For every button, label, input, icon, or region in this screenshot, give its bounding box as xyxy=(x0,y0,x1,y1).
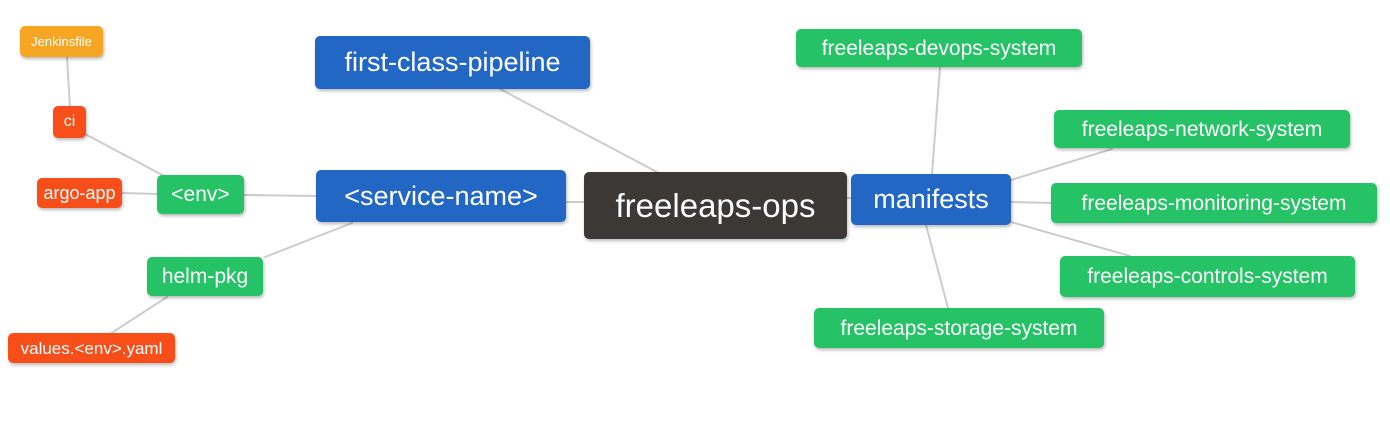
edge-manifests-monitoring xyxy=(1010,201,1053,204)
node-env[interactable]: <env> xyxy=(157,175,244,214)
edge-ci-env xyxy=(84,133,167,178)
edge-manifests-network xyxy=(1010,148,1113,181)
edge-manifests-devops xyxy=(931,66,941,175)
node-freeleaps-controls-system[interactable]: freeleaps-controls-system xyxy=(1060,256,1355,297)
node-freeleaps-storage-system[interactable]: freeleaps-storage-system xyxy=(814,308,1104,348)
node-freeleaps-network-system[interactable]: freeleaps-network-system xyxy=(1054,110,1350,148)
node-manifests[interactable]: manifests xyxy=(851,174,1011,225)
node-service-name[interactable]: <service-name> xyxy=(316,170,566,222)
node-helm-pkg[interactable]: helm-pkg xyxy=(147,257,263,296)
node-freeleaps-ops[interactable]: freeleaps-ops xyxy=(584,172,847,239)
edge-argo-app-env xyxy=(121,192,159,195)
edge-manifests-storage xyxy=(925,224,949,309)
edge-env-service-name xyxy=(243,194,318,197)
node-ci[interactable]: ci xyxy=(53,106,86,138)
edge-manifests-controls xyxy=(1010,221,1131,257)
edge-helm-pkg-service-name xyxy=(264,222,353,258)
node-values-env-yaml[interactable]: values.<env>.yaml xyxy=(8,333,175,363)
node-first-class-pipeline[interactable]: first-class-pipeline xyxy=(315,36,590,89)
edge-jenkinsfile-ci xyxy=(66,56,71,108)
node-freeleaps-monitoring-system[interactable]: freeleaps-monitoring-system xyxy=(1051,183,1377,223)
node-argo-app[interactable]: argo-app xyxy=(37,178,122,208)
edge-values-helm-pkg xyxy=(109,296,168,335)
node-freeleaps-devops-system[interactable]: freeleaps-devops-system xyxy=(796,29,1082,67)
edge-pipeline-freeleaps-ops xyxy=(499,88,658,173)
node-jenkinsfile[interactable]: Jenkinsfile xyxy=(20,26,103,57)
